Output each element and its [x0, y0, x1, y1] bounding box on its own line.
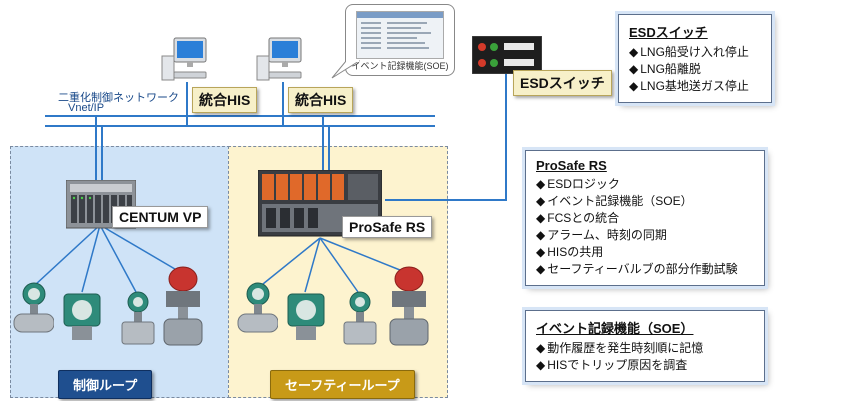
control-loop-label: 制御ループ [58, 370, 153, 399]
wire-ctrl-2 [81, 224, 101, 293]
network-bus-lower [45, 125, 435, 127]
centum-vp-label: CENTUM VP [112, 206, 209, 228]
esd-wire-horizontal [385, 199, 507, 201]
soe-info-box: イベント記録機能（SOE） 動作履歴を発生時刻順に記憶 HISでトリップ原因を調… [525, 310, 765, 382]
network-label: 二重化制御ネットワーク [58, 92, 179, 104]
prosafe-box-title: ProSafe RS [536, 158, 607, 173]
network-bus-upper [45, 115, 435, 117]
centum-connector-a [95, 115, 97, 180]
prosafe-connector-a [322, 115, 324, 170]
his-left-connector [186, 82, 188, 126]
wire-ctrl-3 [99, 224, 137, 293]
prosafe-box-item: セーフティーバルブの部分作動試験 [536, 261, 754, 278]
soe-box-item: HISでトリップ原因を調査 [536, 357, 754, 374]
safety-flowmeter-icon [237, 282, 278, 333]
prosafe-box-item: FCSとの統合 [536, 210, 754, 227]
safety-loop-label: セーフティーループ [270, 370, 415, 399]
soe-bubble-caption: イベント記録機能(SOE) [351, 61, 449, 71]
prosafe-connector-b [328, 125, 330, 170]
prosafe-info-box: ProSafe RS ESDロジック イベント記録機能（SOE） FCSとの統合… [525, 150, 765, 286]
esd-switch-info-box: ESDスイッチ LNG船受け入れ停止 LNG船離脱 LNG基地送ガス停止 [618, 14, 772, 103]
his-left-label: 統合HIS [192, 87, 258, 113]
soe-box-item: 動作履歴を発生時刻順に記憶 [536, 340, 754, 357]
prosafe-box-item: イベント記録機能（SOE） [536, 193, 754, 210]
flowmeter-icon [13, 282, 54, 333]
bubble-tail [331, 60, 360, 79]
esd-switch-panel-icon [472, 36, 542, 74]
wire-safe-1 [257, 237, 321, 289]
his-right-connector [282, 82, 284, 126]
prosafe-box-item: ESDロジック [536, 176, 754, 193]
wire-ctrl-4 [99, 224, 181, 273]
safety-pressure-transmitter-icon [343, 291, 377, 345]
control-valve-icon [163, 266, 203, 346]
soe-box-title: イベント記録機能（SOE） [536, 321, 694, 336]
esd-box-item: LNG基地送ガス停止 [629, 78, 761, 95]
network-protocol-label: Vnet/IP [68, 102, 105, 114]
wire-safe-2 [304, 237, 321, 293]
his-pc-left-icon [161, 37, 207, 81]
wire-ctrl-1 [34, 224, 101, 286]
prosafe-box-item: アラーム、時刻の同期 [536, 227, 754, 244]
esd-box-item: LNG船離脱 [629, 61, 761, 78]
soe-screen-thumbnail [356, 11, 444, 59]
esd-wire-vertical [505, 70, 507, 200]
his-pc-right-icon [256, 37, 302, 81]
esd-box-item: LNG船受け入れ停止 [629, 44, 761, 61]
transmitter-icon [63, 293, 101, 340]
wire-safe-4 [319, 237, 406, 273]
esd-switch-label: ESDスイッチ [513, 70, 612, 96]
esd-box-title: ESDスイッチ [629, 25, 708, 40]
his-right-label: 統合HIS [288, 87, 354, 113]
safety-transmitter-icon [287, 293, 325, 340]
prosafe-rs-label: ProSafe RS [342, 216, 433, 238]
prosafe-box-item: HISの共用 [536, 244, 754, 261]
wire-safe-3 [319, 237, 359, 293]
soe-screen-bubble: イベント記録機能(SOE) [345, 4, 455, 76]
centum-connector-b [101, 125, 103, 180]
pressure-transmitter-icon [121, 291, 155, 345]
safety-valve-icon [389, 266, 429, 346]
